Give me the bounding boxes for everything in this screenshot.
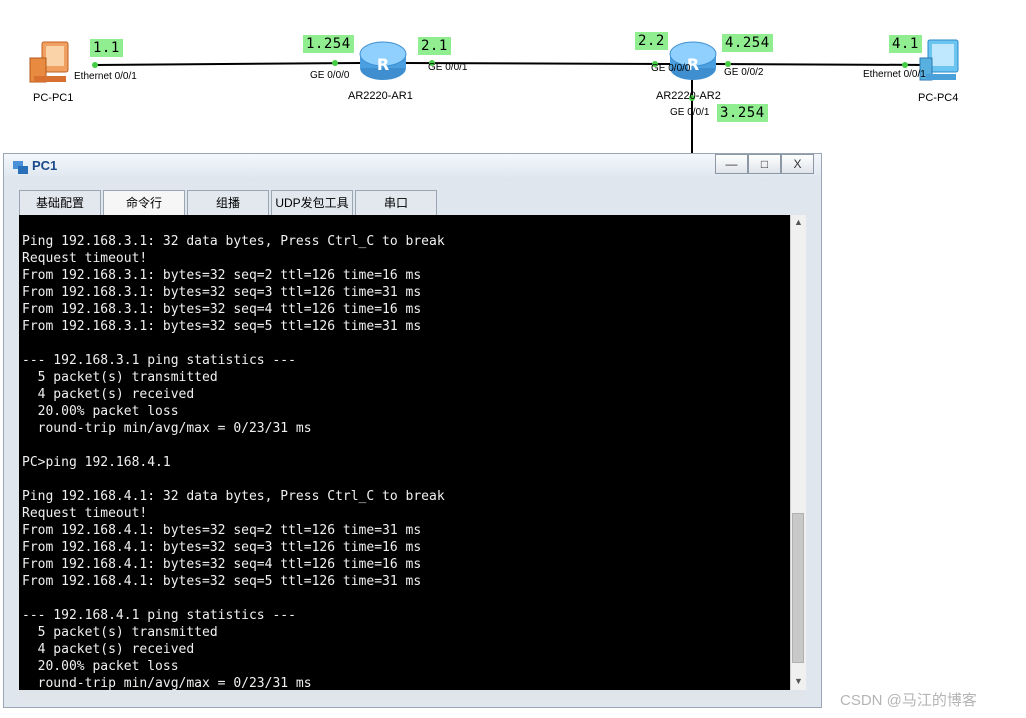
tab-basic-config[interactable]: 基础配置 bbox=[19, 190, 101, 216]
network-topology: PC-PC1 R AR2220-AR1 R AR2220-AR2 PC-PC4 … bbox=[0, 0, 1026, 160]
terminal-line: From 192.168.3.1: bytes=32 seq=5 ttl=126… bbox=[22, 319, 422, 334]
ip-tag: 4.254 bbox=[722, 34, 773, 52]
pc1-console-window: PC1 — □ X 基础配置 命令行 组播 UDP发包工具 串口 Ping 19… bbox=[3, 153, 822, 708]
tab-multicast[interactable]: 组播 bbox=[187, 190, 269, 216]
link-ar2-pc4 bbox=[714, 63, 931, 66]
terminal-line: --- 192.168.3.1 ping statistics --- bbox=[22, 353, 296, 368]
terminal-scrollbar[interactable]: ▲ ▼ bbox=[790, 215, 806, 690]
terminal-line: From 192.168.3.1: bytes=32 seq=3 ttl=126… bbox=[22, 285, 422, 300]
port-dot bbox=[689, 95, 695, 101]
port-dot bbox=[652, 61, 658, 67]
port-label: GE 0/0/2 bbox=[724, 67, 764, 78]
port-dot bbox=[902, 62, 908, 68]
window-title: PC1 bbox=[32, 158, 58, 173]
ip-tag: 2.2 bbox=[635, 32, 668, 50]
terminal-output[interactable]: Ping 192.168.3.1: 32 data bytes, Press C… bbox=[19, 215, 790, 690]
device-label-ar2: AR2220-AR2 bbox=[656, 90, 721, 102]
window-app-icon bbox=[13, 161, 28, 174]
terminal-line bbox=[22, 335, 445, 352]
terminal-line bbox=[22, 471, 445, 488]
terminal-line: PC>ping 192.168.4.1 bbox=[22, 455, 171, 470]
scroll-down-icon[interactable]: ▼ bbox=[794, 676, 803, 686]
port-label: GE 0/0/1 bbox=[670, 107, 710, 118]
terminal-line: 4 packet(s) received bbox=[22, 387, 195, 402]
terminal-line: 4 packet(s) received bbox=[22, 642, 195, 657]
terminal-line: Request timeout! bbox=[22, 251, 148, 266]
terminal-line: --- 192.168.4.1 ping statistics --- bbox=[22, 608, 296, 623]
device-label-pc1: PC-PC1 bbox=[33, 92, 74, 104]
terminal-line: Request timeout! bbox=[22, 506, 148, 521]
window-titlebar[interactable]: PC1 — □ X bbox=[4, 154, 821, 180]
minimize-button[interactable]: — bbox=[715, 154, 748, 174]
scroll-up-icon[interactable]: ▲ bbox=[794, 217, 803, 227]
port-dot bbox=[429, 60, 435, 66]
port-dot bbox=[92, 62, 98, 68]
ip-tag: 4.1 bbox=[889, 35, 922, 53]
port-label: GE 0/0/1 bbox=[428, 62, 468, 73]
device-label-ar1: AR2220-AR1 bbox=[348, 90, 413, 102]
terminal-line: 20.00% packet loss bbox=[22, 404, 179, 419]
topology-links bbox=[92, 60, 931, 160]
terminal-line: From 192.168.3.1: bytes=32 seq=2 ttl=126… bbox=[22, 268, 422, 283]
pc-orange-icon[interactable] bbox=[28, 40, 74, 86]
ip-tag: 2.1 bbox=[418, 37, 451, 55]
terminal-line: round-trip min/avg/max = 0/23/31 ms bbox=[22, 676, 312, 690]
terminal-line: 5 packet(s) transmitted bbox=[22, 370, 218, 385]
window-bottom-bar bbox=[19, 690, 805, 698]
svg-text:R: R bbox=[377, 55, 389, 74]
ip-tag: 3.254 bbox=[717, 104, 768, 122]
terminal-line bbox=[22, 590, 445, 607]
maximize-button[interactable]: □ bbox=[748, 154, 781, 174]
port-label: GE 0/0/0 bbox=[310, 70, 350, 81]
scrollbar-thumb[interactable] bbox=[792, 513, 804, 663]
ip-tag: 1.1 bbox=[90, 39, 123, 57]
port-dot bbox=[725, 61, 731, 67]
router-icon[interactable]: R bbox=[358, 38, 408, 84]
close-button[interactable]: X bbox=[781, 154, 814, 174]
terminal-line: 20.00% packet loss bbox=[22, 659, 179, 674]
port-label: Ethernet 0/0/1 bbox=[863, 69, 926, 80]
tab-command-line[interactable]: 命令行 bbox=[103, 190, 185, 216]
terminal-line: From 192.168.4.1: bytes=32 seq=5 ttl=126… bbox=[22, 574, 422, 589]
link-ar1-ar2 bbox=[404, 62, 671, 65]
port-label: Ethernet 0/0/1 bbox=[74, 71, 137, 82]
terminal-line: 5 packet(s) transmitted bbox=[22, 625, 218, 640]
tab-udp-tool[interactable]: UDP发包工具 bbox=[271, 190, 353, 216]
ip-tag: 1.254 bbox=[303, 35, 354, 53]
terminal-line: Ping 192.168.4.1: 32 data bytes, Press C… bbox=[22, 489, 445, 504]
terminal-line: Ping 192.168.3.1: 32 data bytes, Press C… bbox=[22, 234, 445, 249]
tab-serial-port[interactable]: 串口 bbox=[355, 190, 437, 216]
link-pc1-ar1 bbox=[94, 62, 361, 66]
terminal-line: From 192.168.4.1: bytes=32 seq=3 ttl=126… bbox=[22, 540, 422, 555]
terminal-lines: Ping 192.168.3.1: 32 data bytes, Press C… bbox=[22, 233, 445, 690]
terminal-line: From 192.168.3.1: bytes=32 seq=4 ttl=126… bbox=[22, 302, 422, 317]
terminal-line bbox=[22, 437, 445, 454]
device-label-pc4: PC-PC4 bbox=[918, 92, 959, 104]
terminal-line: round-trip min/avg/max = 0/23/31 ms bbox=[22, 421, 312, 436]
port-dot bbox=[332, 60, 338, 66]
watermark: CSDN @马江的博客 bbox=[840, 692, 977, 709]
terminal-line: From 192.168.4.1: bytes=32 seq=4 ttl=126… bbox=[22, 557, 422, 572]
terminal-line: From 192.168.4.1: bytes=32 seq=2 ttl=126… bbox=[22, 523, 422, 538]
router-icon[interactable]: R bbox=[668, 38, 718, 84]
svg-text:R: R bbox=[687, 55, 699, 74]
pc-blue-icon[interactable] bbox=[918, 38, 964, 84]
port-label: GE 0/0/0 bbox=[651, 63, 691, 74]
